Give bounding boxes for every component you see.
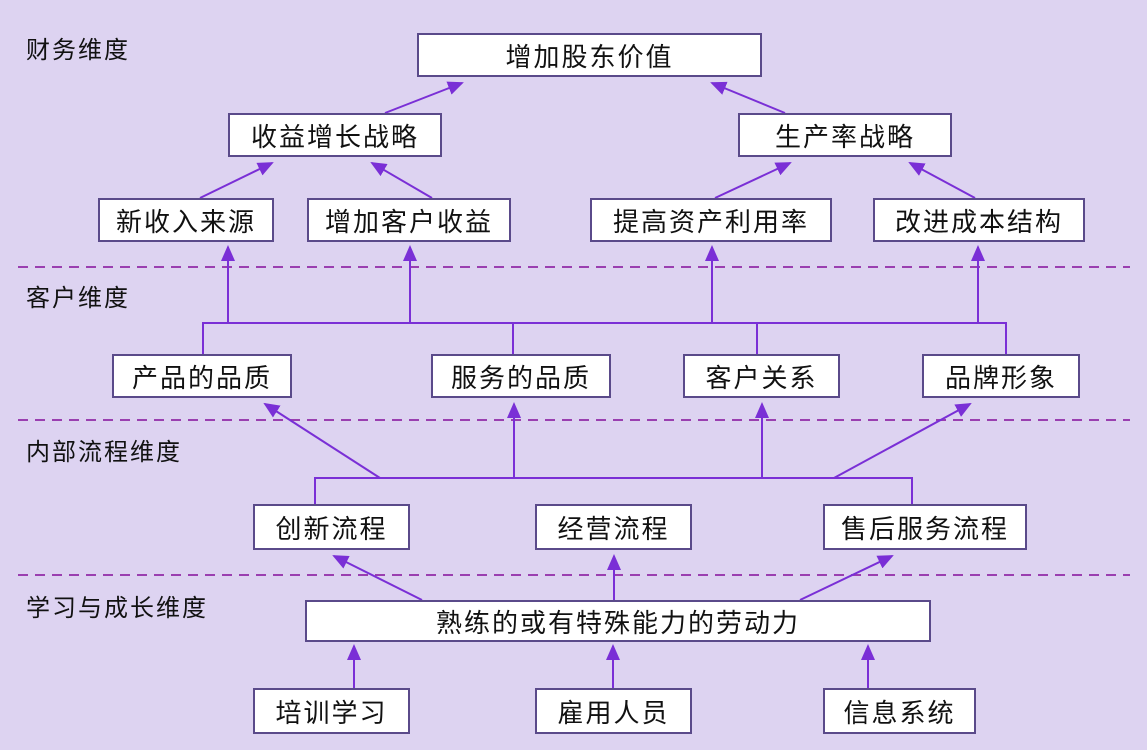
arrow-productivity-to-value <box>710 81 786 114</box>
new-revenue-box: 新收入来源 <box>98 198 274 242</box>
arrow-to-brand-image <box>833 403 972 479</box>
productivity-box: 生产率战略 <box>738 113 952 157</box>
customer-relations-box: 客户关系 <box>683 354 840 398</box>
finance-dimension-label: 财务维度 <box>26 36 130 64</box>
customer-dimension-label: 客户维度 <box>26 284 130 312</box>
after-sales-process-box: 售后服务流程 <box>823 504 1027 550</box>
info-system-box: 信息系统 <box>823 688 976 734</box>
arrow-cost-to-productivity <box>908 162 976 199</box>
cost-structure-box: 改进成本结构 <box>873 198 1085 242</box>
shareholder-value-box: 增加股东价值 <box>417 33 762 77</box>
customer-revenue-box: 增加客户收益 <box>307 198 511 242</box>
arrow-revenue-to-value <box>384 81 464 114</box>
revenue-growth-box: 收益增长战略 <box>228 113 442 157</box>
arrow-workforce-to-aftersales <box>799 555 894 601</box>
innovation-process-box: 创新流程 <box>253 504 410 550</box>
learning-dimension-label: 学习与成长维度 <box>26 594 208 622</box>
brand-image-box: 品牌形象 <box>922 354 1080 398</box>
operations-process-box: 经营流程 <box>535 504 692 550</box>
process-dimension-label: 内部流程维度 <box>26 438 182 466</box>
skilled-workforce-box: 熟练的或有特殊能力的劳动力 <box>305 600 931 642</box>
arrow-newrev-to-revenue <box>199 162 274 199</box>
asset-utilization-box: 提高资产利用率 <box>590 198 832 242</box>
arrow-to-product-quality <box>263 402 381 479</box>
arrow-workforce-to-innovation <box>332 555 423 601</box>
training-box: 培训学习 <box>253 688 410 734</box>
service-quality-box: 服务的品质 <box>431 354 611 398</box>
product-quality-box: 产品的品质 <box>112 354 292 398</box>
arrow-asset-to-productivity <box>714 162 792 199</box>
process-bus <box>314 477 913 504</box>
arrow-custrev-to-revenue <box>370 161 433 199</box>
customer-bus <box>202 322 1007 354</box>
hiring-box: 雇用人员 <box>535 688 692 734</box>
